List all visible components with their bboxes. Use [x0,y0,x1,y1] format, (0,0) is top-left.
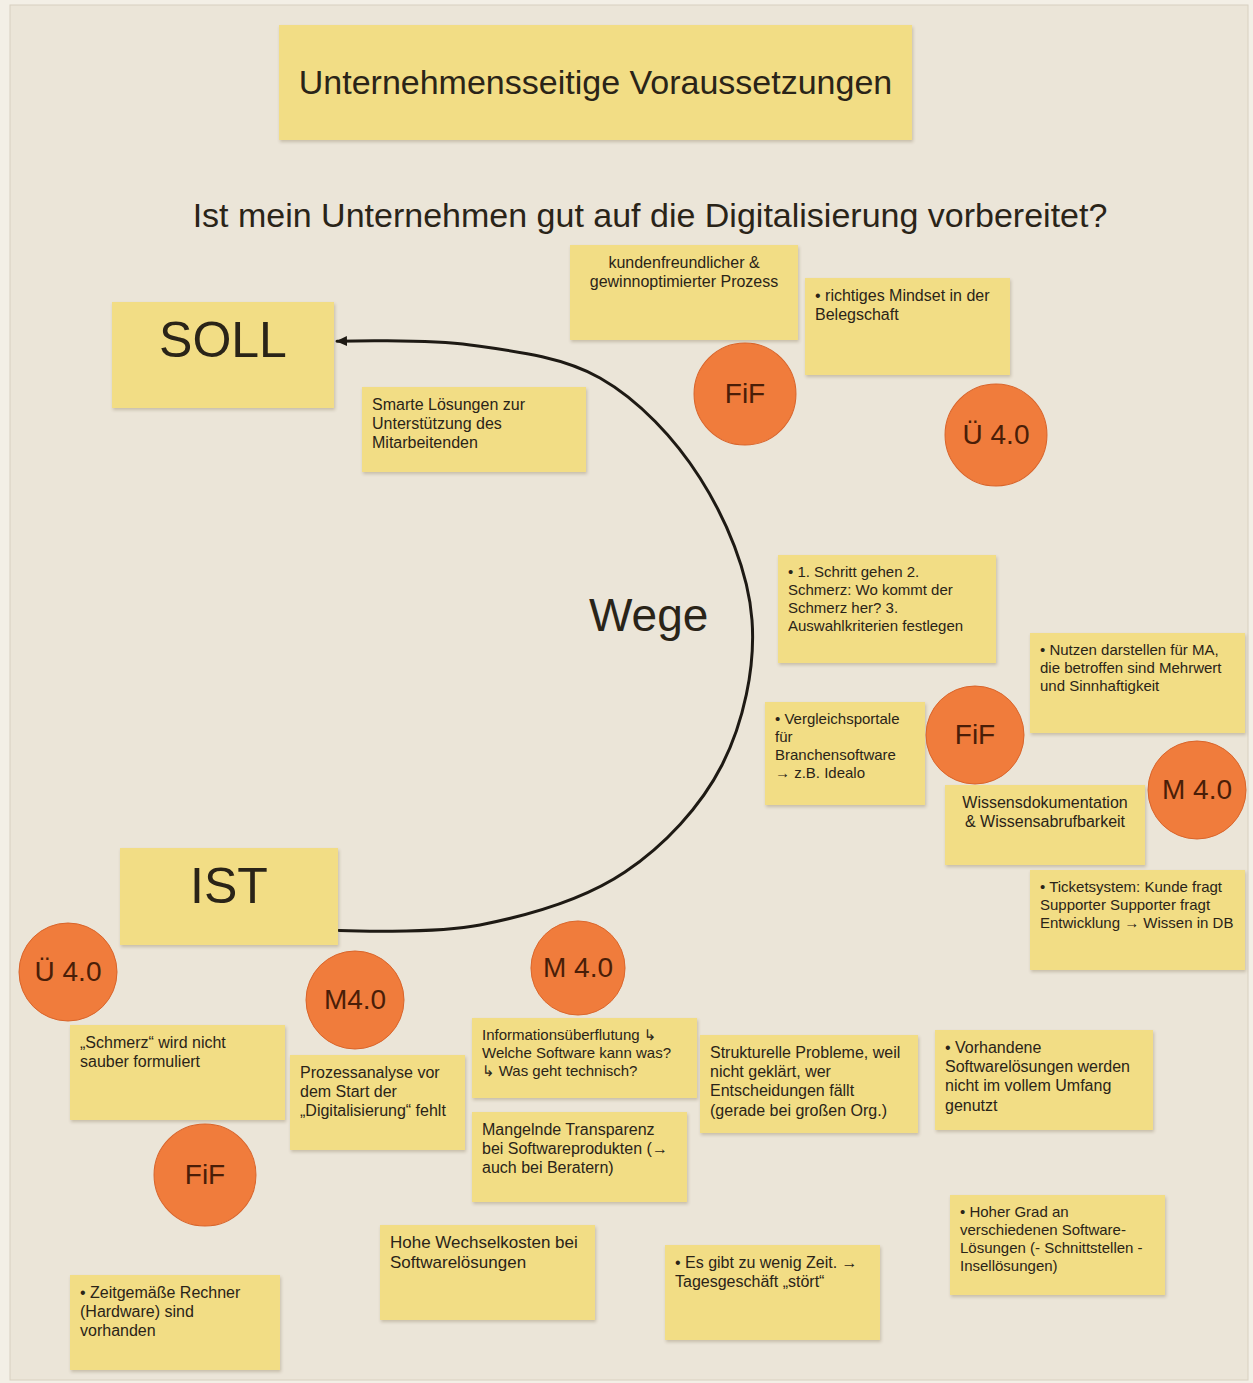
sticky-note: • 1. Schritt gehen 2. Schmerz: Wo kommt … [778,555,996,663]
circle-shape [19,923,117,1021]
sticky-note: kundenfreundlicher & gewinnoptimierter P… [570,245,798,340]
tag-circle: M 4.0 [1147,740,1247,840]
sticky-note: Prozessanalyse vor dem Start der „Digita… [290,1055,465,1150]
sticky-note: • Hoher Grad an verschiedenen Software-L… [950,1195,1165,1295]
circle-shape [945,384,1047,486]
tag-text: M 4.0 [543,951,613,985]
sticky-note: Smarte Lösungen zur Unterstützung des Mi… [362,387,586,472]
tag-circle: Ü 4.0 [18,922,118,1022]
state-card: IST [120,848,338,945]
tag-circle: M 4.0 [530,920,626,1016]
note-text: • Vorhandene Softwarelösungen werden nic… [945,1038,1143,1115]
note-text: • richtiges Mindset in der Belegschaft [815,286,1000,324]
note-text: • Hoher Grad an verschiedenen Software-L… [960,1203,1155,1275]
sticky-note: Strukturelle Probleme, weil nicht geklär… [700,1035,918,1133]
note-text: • Vergleichsportale für Branchensoftware… [775,710,915,782]
circle-shape [306,951,404,1049]
tag-text: Ü 4.0 [35,955,102,989]
note-text: • Zeitgemäße Rechner (Hardware) sind vor… [80,1283,270,1341]
note-text: Informationsüberflutung ↳ Welche Softwar… [482,1026,687,1080]
note-text: Smarte Lösungen zur Unterstützung des Mi… [372,395,576,453]
note-text: „Schmerz“ wird nicht sauber formuliert [80,1033,275,1071]
path-arc [337,341,753,931]
sticky-note: Mangelnde Transparenz bei Softwareproduk… [472,1112,687,1202]
circle-shape [154,1124,256,1226]
tag-circle: FiF [153,1123,257,1227]
sticky-note: • richtiges Mindset in der Belegschaft [805,278,1010,375]
tag-text: M 4.0 [1162,773,1232,807]
note-text: • Es gibt zu wenig Zeit. → Tagesgeschäft… [675,1253,870,1291]
note-text: Strukturelle Probleme, weil nicht geklär… [710,1043,908,1120]
circle-shape [926,686,1024,784]
note-text: SOLL [122,310,324,370]
sticky-note: • Nutzen darstellen für MA, die betroffe… [1030,633,1245,733]
tag-text: FiF [185,1158,225,1192]
tag-circle: Ü 4.0 [944,383,1048,487]
note-text: • 1. Schritt gehen 2. Schmerz: Wo kommt … [788,563,986,635]
circle-shape [1148,741,1246,839]
tag-text: M4.0 [324,983,386,1017]
sticky-note: Wissensdokumentation & Wissensabrufbarke… [945,785,1145,865]
tag-circle: FiF [693,342,797,446]
sticky-note: • Vergleichsportale für Branchensoftware… [765,702,925,805]
sticky-note: „Schmerz“ wird nicht sauber formuliert [70,1025,285,1120]
sticky-note: • Ticketsystem: Kunde fragt Supporter Su… [1030,870,1245,970]
tag-circle: FiF [925,685,1025,785]
sticky-note: • Vorhandene Softwarelösungen werden nic… [935,1030,1153,1130]
question-heading: Ist mein Unternehmen gut auf die Digital… [110,196,1190,235]
tag-text: FiF [725,377,765,411]
state-card: SOLL [112,302,334,408]
flipchart-paper [10,5,1248,1380]
note-text: kundenfreundlicher & gewinnoptimierter P… [580,253,788,291]
circle-shape [531,921,625,1015]
sticky-note: Hohe Wechselkosten bei Softwarelösungen [380,1225,595,1320]
note-text: • Ticketsystem: Kunde fragt Supporter Su… [1040,878,1235,932]
note-text: • Nutzen darstellen für MA, die betroffe… [1040,641,1235,695]
tag-text: Ü 4.0 [963,418,1030,452]
sticky-note: • Es gibt zu wenig Zeit. → Tagesgeschäft… [665,1245,880,1340]
edge-label: Wege [585,588,712,642]
note-text: Mangelnde Transparenz bei Softwareproduk… [482,1120,677,1178]
tag-circle: M4.0 [305,950,405,1050]
note-text: IST [130,856,328,916]
title-text: Unternehmensseitige Voraussetzungen [299,63,893,102]
sticky-note: • Zeitgemäße Rechner (Hardware) sind vor… [70,1275,280,1370]
tag-text: FiF [955,718,995,752]
title-strip: Unternehmensseitige Voraussetzungen [279,25,913,140]
circle-shape [694,343,796,445]
sticky-note: Informationsüberflutung ↳ Welche Softwar… [472,1018,697,1098]
note-text: Prozessanalyse vor dem Start der „Digita… [300,1063,455,1121]
note-text: Wissensdokumentation & Wissensabrufbarke… [955,793,1135,831]
note-text: Hohe Wechselkosten bei Softwarelösungen [390,1233,585,1274]
